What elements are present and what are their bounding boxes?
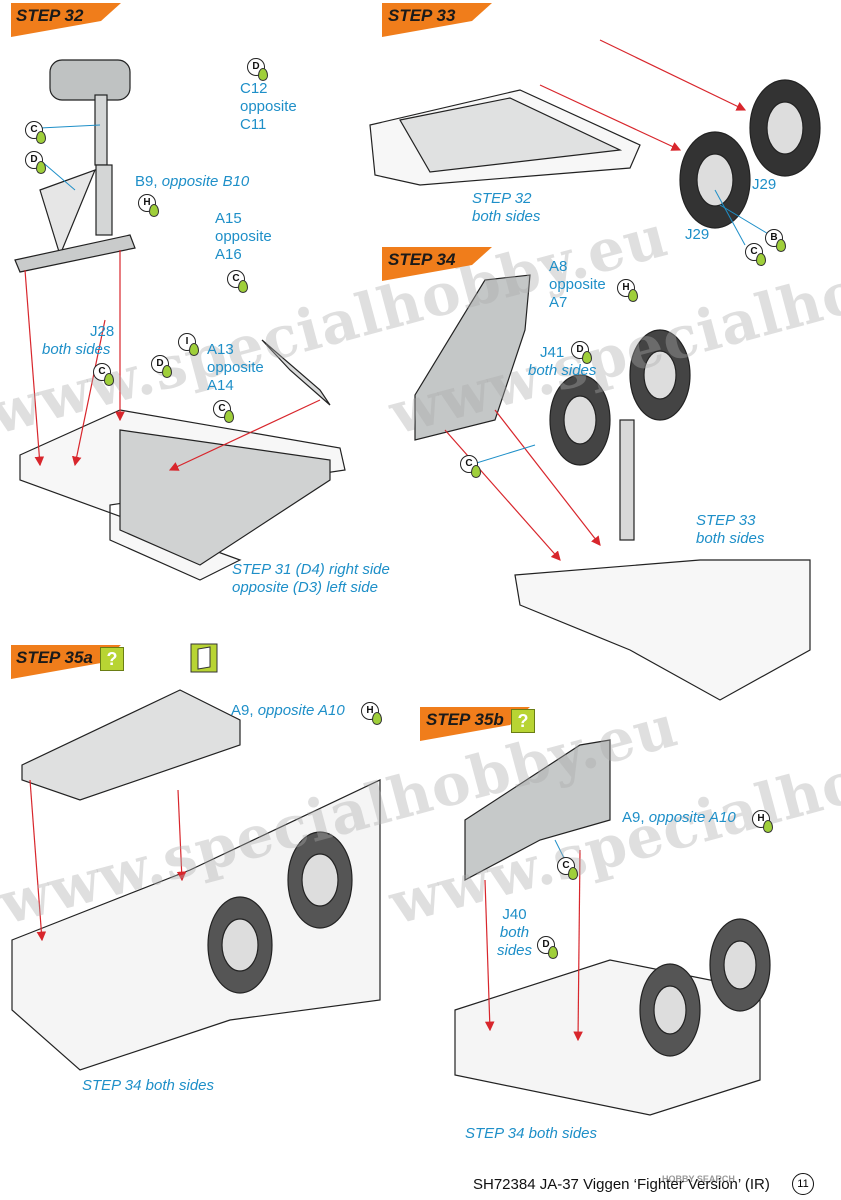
- callout-j28: J28 both sides: [42, 323, 115, 359]
- callout-step34-both: STEP 34 both sides: [465, 1125, 598, 1142]
- callout-step34-both: STEP 34 both sides: [82, 1077, 215, 1094]
- part-note: opposite A10: [257, 702, 345, 719]
- part-number: A16: [215, 246, 242, 263]
- callout-b9: B9, opposite B10: [135, 173, 249, 191]
- part-number: C12: [240, 80, 268, 97]
- part-note: opposite A10: [648, 809, 736, 826]
- hobby-search-logo: HOBBY SEARCH: [662, 1174, 735, 1184]
- paint-drop-icon: [763, 820, 773, 833]
- callout-step32-both: STEP 32 both sides: [472, 190, 540, 226]
- step-35a-tab: [11, 645, 121, 679]
- step-note: both sides: [696, 530, 765, 547]
- paint-drop-icon: [568, 867, 578, 880]
- paint-drop-icon: [189, 343, 199, 356]
- paint-drop-icon: [104, 373, 114, 386]
- part-number: A13: [207, 341, 234, 358]
- step-note: STEP 33: [696, 512, 756, 529]
- part-note: opposite: [549, 276, 606, 293]
- paint-drop-icon: [224, 410, 234, 423]
- part-note: opposite B10: [161, 173, 250, 190]
- paint-drop-icon: [162, 365, 172, 378]
- step-32-label: STEP 32: [16, 6, 84, 25]
- step-33-label: STEP 33: [388, 6, 456, 25]
- part-number: A7: [549, 294, 568, 311]
- callout-step33-both: STEP 33 both sides: [696, 512, 764, 548]
- part-note: both sides: [42, 341, 111, 358]
- page-number: 11: [792, 1173, 814, 1195]
- step-33-tab: [382, 3, 492, 37]
- callout-j29: J29: [685, 226, 710, 243]
- step-35a-label: STEP 35a: [16, 648, 93, 667]
- part-number: A15: [215, 210, 242, 227]
- part-number: J28: [90, 323, 115, 340]
- part-number: C11: [240, 116, 267, 133]
- part-note: sides: [497, 942, 533, 959]
- callout-j29: J29: [752, 176, 777, 193]
- part-note: opposite: [240, 98, 297, 115]
- step-note: STEP 31 (D4) right side: [232, 561, 390, 578]
- paint-drop-icon: [372, 712, 382, 725]
- paint-drop-icon: [582, 351, 592, 364]
- callout-j41: J41 both sides: [528, 344, 596, 380]
- part-note: opposite: [215, 228, 272, 245]
- paint-drop-icon: [628, 289, 638, 302]
- part-number: A8: [549, 258, 568, 275]
- paint-drop-icon: [756, 253, 766, 266]
- part-number: J41: [540, 344, 565, 361]
- callout-c12: C12 opposite C11: [240, 80, 297, 134]
- paint-drop-icon: [36, 131, 46, 144]
- part-number: A9,: [622, 809, 649, 826]
- step-32-tab: [11, 3, 121, 37]
- optional-marker-icon: [190, 643, 218, 673]
- footer-text: SH72384 JA-37 Viggen ‘Fighter Version’ (…: [473, 1176, 770, 1193]
- callout-j40: J40 both sides: [497, 906, 532, 960]
- part-number: A14: [207, 377, 234, 394]
- part-number: B9,: [135, 173, 162, 190]
- callout-a9: A9, opposite A10: [231, 702, 345, 720]
- step-34-label: STEP 34: [388, 250, 456, 269]
- callout-a9: A9, opposite A10: [622, 809, 736, 827]
- callout-a13: A13 opposite A14: [207, 341, 264, 395]
- paint-drop-icon: [36, 161, 46, 174]
- part-note: opposite: [207, 359, 264, 376]
- step-35b-tab: [420, 707, 530, 741]
- step-note: STEP 32: [472, 190, 532, 207]
- paint-drop-icon: [776, 239, 786, 252]
- callout-step31: STEP 31 (D4) right side opposite (D3) le…: [232, 561, 390, 597]
- paint-drop-icon: [258, 68, 268, 81]
- paint-drop-icon: [149, 204, 159, 217]
- paint-drop-icon: [471, 465, 481, 478]
- part-number: A9,: [231, 702, 258, 719]
- question-icon: ?: [100, 647, 124, 671]
- question-icon: ?: [511, 709, 535, 733]
- part-note: both: [499, 924, 530, 941]
- paint-drop-icon: [548, 946, 558, 959]
- step-note: opposite (D3) left side: [232, 579, 378, 596]
- step-note: both sides: [472, 208, 541, 225]
- part-number: J40: [502, 906, 527, 923]
- part-note: both sides: [528, 362, 597, 379]
- callout-a8: A8 opposite A7: [549, 258, 606, 312]
- step-35b-label: STEP 35b: [426, 710, 504, 729]
- paint-drop-icon: [238, 280, 248, 293]
- callout-a15: A15 opposite A16: [215, 210, 272, 264]
- step-34-tab: [382, 247, 492, 281]
